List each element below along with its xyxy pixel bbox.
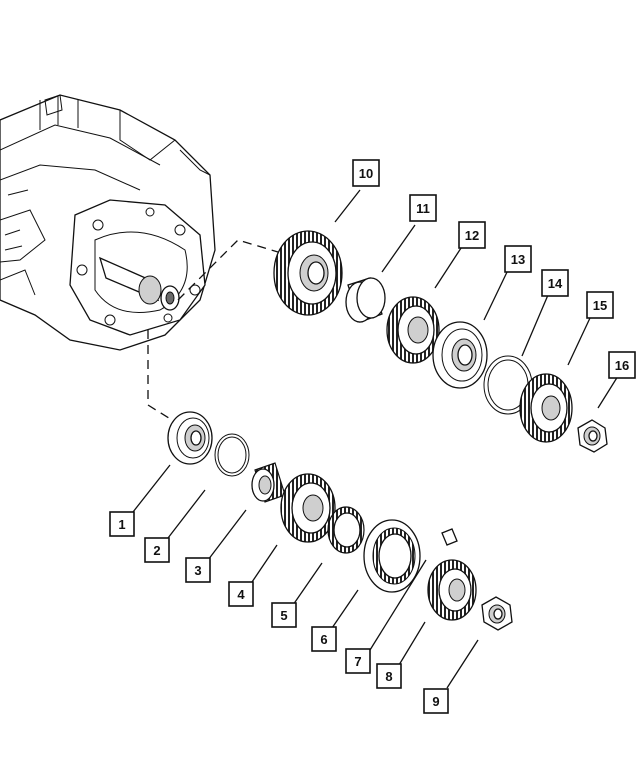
sleeve-part-11 [345,277,386,323]
synchro-sleeve-part-6 [363,519,421,593]
callout-7: 7 [345,648,371,674]
key-part-7 [441,528,458,546]
callout-1: 1 [109,511,135,537]
svg-text:6: 6 [320,632,327,647]
callout-14: 14 [541,269,569,297]
svg-text:3: 3 [194,563,201,578]
svg-text:9: 9 [432,694,439,709]
needle-bearing-part-3 [251,462,286,503]
svg-text:15: 15 [593,298,607,313]
synchro-hub-part-8 [427,559,477,621]
svg-text:12: 12 [465,228,479,243]
callout-11: 11 [409,194,437,222]
svg-text:13: 13 [511,252,525,267]
callout-2: 2 [144,537,170,563]
svg-text:14: 14 [548,276,563,291]
nut-part-16 [577,419,608,453]
gear-part-15 [519,373,573,443]
callout-5: 5 [271,602,297,628]
svg-text:7: 7 [354,654,361,669]
nut-part-9 [481,596,513,631]
gear-part-10 [273,230,343,316]
bearing-part-1 [167,411,213,465]
gear-part-4 [280,473,336,543]
callout-16: 16 [608,351,636,379]
callout-10: 10 [352,159,380,187]
callout-4: 4 [228,581,254,607]
bearing-part-13 [432,321,488,389]
callout-3: 3 [185,557,211,583]
callout-15: 15 [586,291,614,319]
alignment-dashes [147,239,279,426]
callout-12: 12 [458,221,486,249]
svg-text:16: 16 [615,358,629,373]
svg-text:1: 1 [118,517,125,532]
callout-9: 9 [423,688,449,714]
svg-text:5: 5 [280,608,287,623]
synchro-ring-part-5 [327,506,365,554]
svg-text:10: 10 [359,166,373,181]
svg-text:4: 4 [237,587,245,602]
callout-8: 8 [376,663,402,689]
gear-part-12 [386,296,440,364]
callout-6: 6 [311,626,337,652]
svg-text:8: 8 [385,669,392,684]
snap-ring-part-2 [214,433,250,477]
svg-text:11: 11 [416,201,430,216]
transmission-housing [0,94,216,351]
leader-lines [132,189,619,689]
callout-13: 13 [504,245,532,273]
svg-text:2: 2 [153,543,160,558]
